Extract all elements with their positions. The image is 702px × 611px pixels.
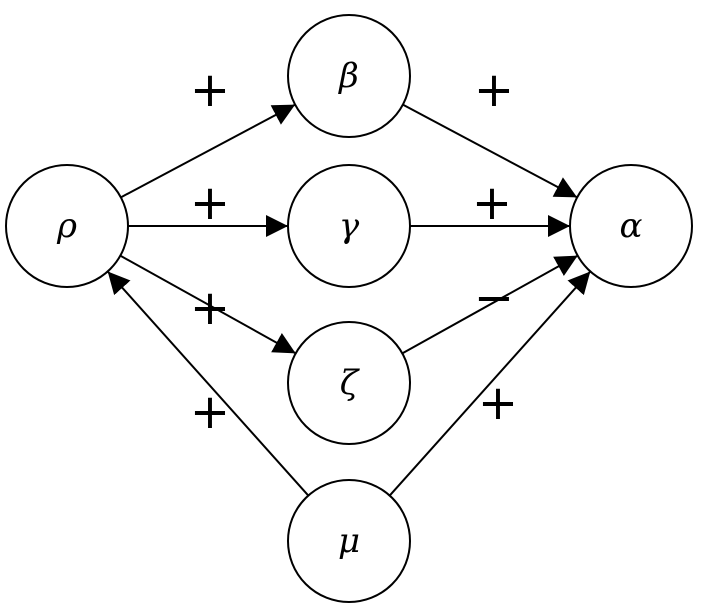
edge-sign-gamma-to-alpha: + — [472, 175, 512, 231]
node-label-mu: μ — [338, 521, 360, 561]
node-label-gamma: γ — [339, 206, 360, 246]
node-circle-zeta — [287, 321, 411, 445]
edge-arrow-mu-to-rho — [106, 270, 310, 497]
node-label-rho: ρ — [56, 206, 77, 246]
edges: + + + + + + − + — [106, 62, 592, 497]
edge-arrow-rho-to-zeta — [119, 254, 297, 355]
edge-arrow-mu-to-alpha — [388, 270, 592, 497]
node-circle-alpha — [569, 164, 693, 288]
node-label-beta: β — [337, 56, 359, 96]
node-label-alpha: α — [620, 206, 643, 246]
node-circle-gamma — [287, 164, 411, 288]
nodes: ρ β γ ζ μ α — [5, 14, 693, 603]
node-circle-rho — [5, 164, 129, 288]
edge-sign-zeta-to-alpha: − — [474, 270, 514, 326]
node-rho: ρ — [5, 164, 129, 288]
node-beta: β — [287, 14, 411, 138]
edge-sign-rho-to-gamma: + — [190, 175, 230, 231]
edge-sign-beta-to-alpha: + — [474, 62, 514, 118]
edge-arrow-rho-to-beta — [120, 103, 296, 199]
edge-arrow-zeta-to-alpha — [401, 254, 579, 355]
node-gamma: γ — [287, 164, 411, 288]
edge-sign-rho-to-beta: + — [190, 62, 230, 118]
node-circle-mu — [287, 479, 411, 603]
node-alpha: α — [569, 164, 693, 288]
node-mu: μ — [287, 479, 411, 603]
node-circle-beta — [287, 14, 411, 138]
edge-sign-mu-to-rho: + — [190, 384, 230, 440]
edge-arrow-beta-to-alpha — [402, 103, 578, 199]
node-zeta: ζ — [287, 321, 411, 445]
edge-sign-mu-to-alpha: + — [478, 375, 518, 431]
edge-sign-rho-to-zeta: + — [190, 280, 230, 336]
node-label-zeta: ζ — [340, 363, 361, 403]
